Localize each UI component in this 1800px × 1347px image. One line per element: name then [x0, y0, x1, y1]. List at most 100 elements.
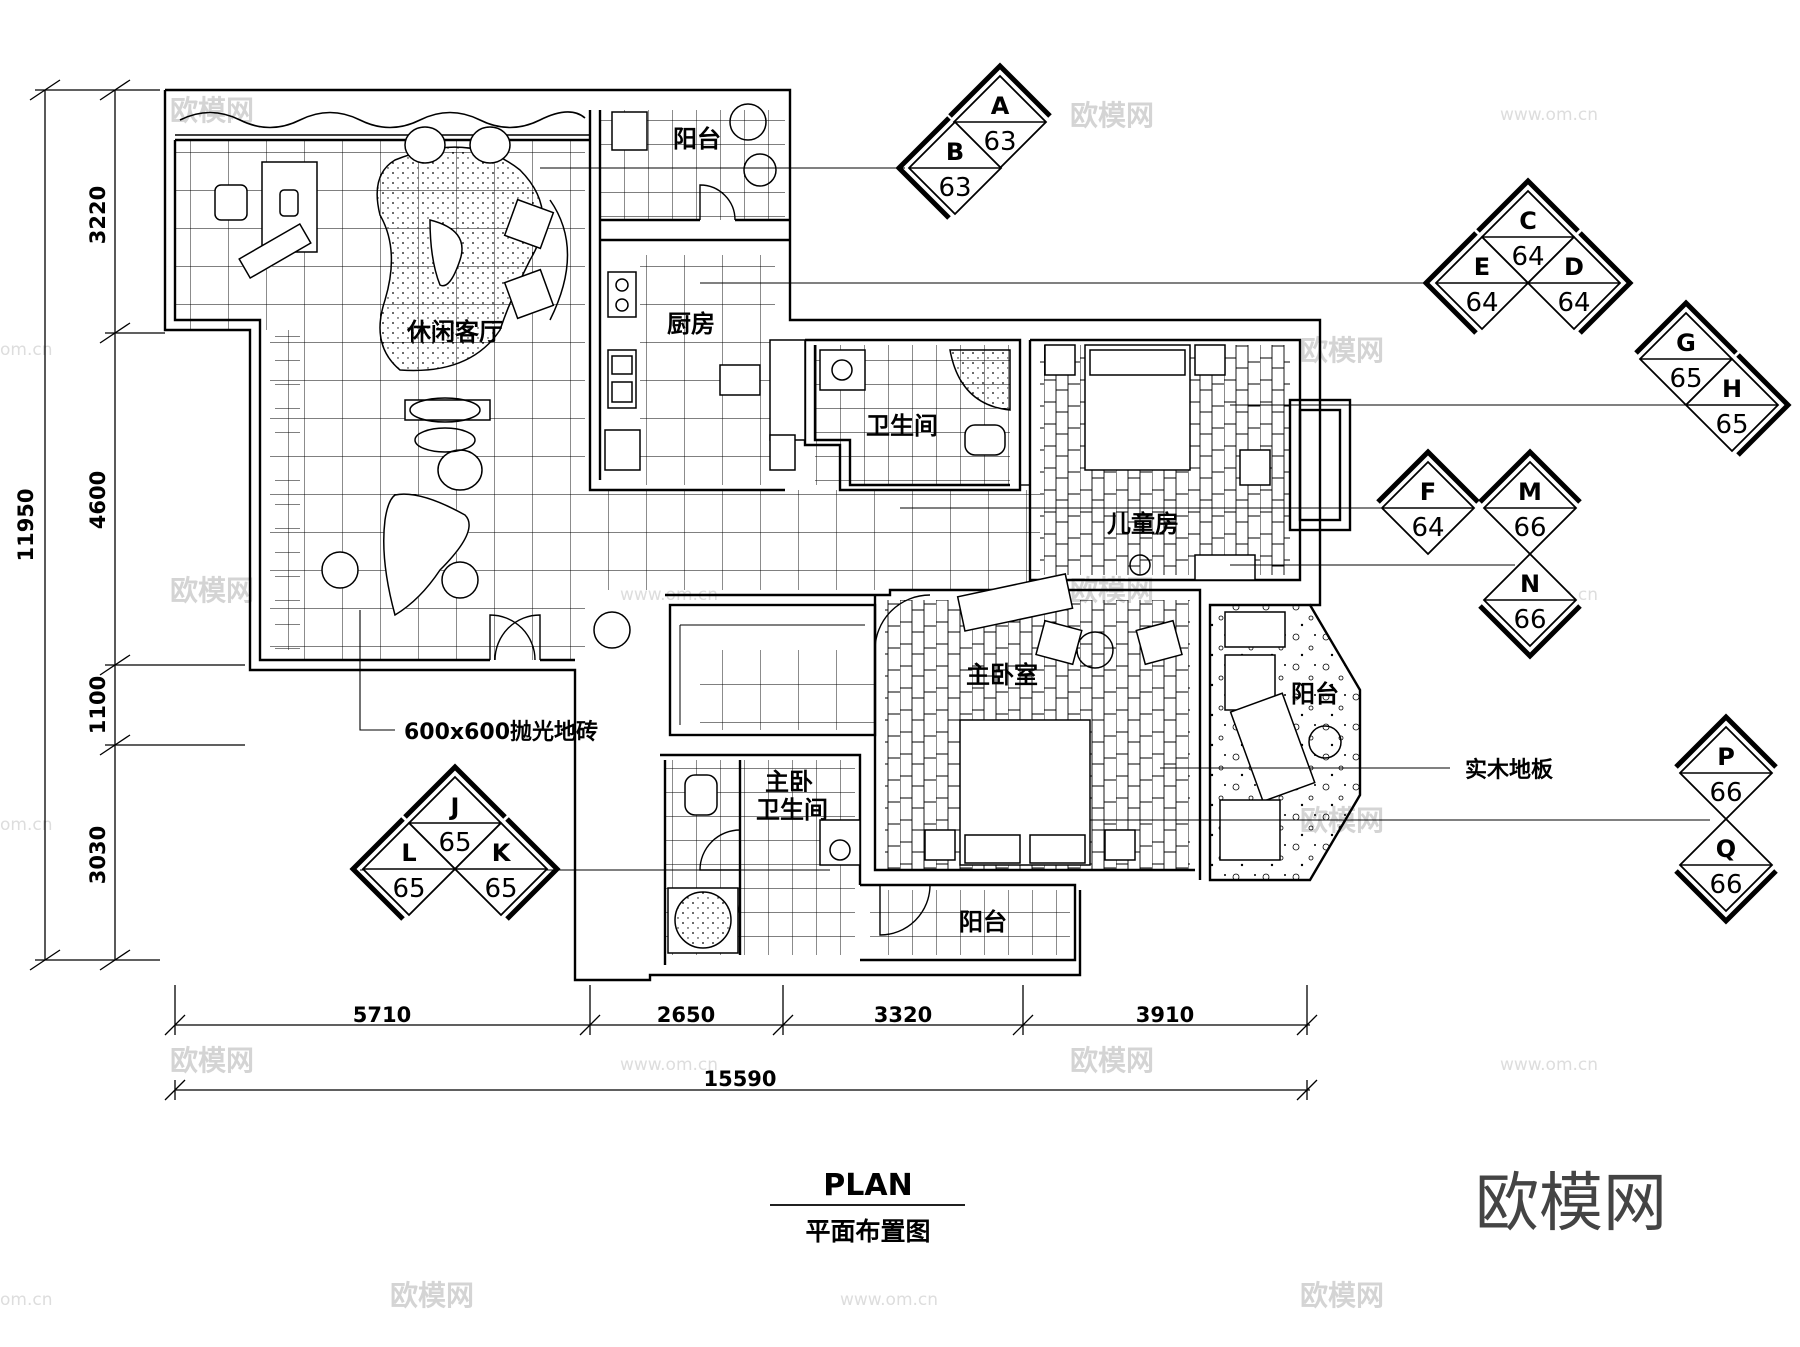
tag-letter: E: [1474, 253, 1490, 281]
room-label-kitchen: 厨房: [667, 310, 715, 338]
curtain-top: [175, 111, 590, 136]
watermark-text: 欧模网: [1070, 1044, 1154, 1077]
basin-icon: [819, 819, 861, 866]
room-label-balcony-top: 阳台: [673, 125, 721, 153]
office-chair-icon: [214, 184, 248, 221]
toilet-icon: [684, 774, 718, 816]
elevation-tag-f: F64: [1376, 448, 1480, 556]
plant-icon: [593, 103, 1342, 759]
tag-letter: F: [1420, 478, 1436, 506]
watermark-url: www.om.cn: [840, 1290, 938, 1310]
watermark-text: 欧模网: [390, 1279, 474, 1312]
tag-number: 65: [392, 874, 425, 904]
room-label-master-bath: 主卧: [765, 768, 813, 796]
room-label-leisure-living: 休闲客厅: [406, 318, 503, 346]
tag-arrow: [1376, 448, 1480, 504]
tag-number: 66: [1709, 778, 1742, 808]
tag-number: 63: [938, 173, 971, 203]
elevation-tag-b: B 63: [895, 116, 1003, 220]
watermark-url: www.om.cn: [620, 1055, 718, 1075]
tag-number: 64: [1557, 288, 1590, 318]
tag-arrow: [1736, 353, 1792, 457]
elevation-tag-n: N 66: [1478, 552, 1582, 660]
dim-vertical-seg: 4600: [86, 471, 110, 529]
tag-letter: H: [1722, 375, 1742, 403]
tag-arrow: [1478, 604, 1582, 660]
title-chinese: 平面布置图: [805, 1217, 930, 1246]
elevation-tag-p: P 66: [1674, 713, 1778, 821]
callout-wood-floor: 实木地板: [1465, 757, 1554, 783]
tag-number: 66: [1513, 513, 1546, 543]
tag-letter: A: [991, 92, 1010, 120]
tag-letter: B: [946, 138, 964, 166]
furniture: [214, 103, 1342, 954]
washer-icon: [611, 111, 648, 151]
dim-horizontal-seg: 3910: [1136, 1003, 1194, 1027]
toilet-icon: [964, 424, 1006, 456]
tag-letter: G: [1676, 329, 1696, 357]
tag-arrow: [403, 763, 507, 819]
title-english: PLAN: [823, 1168, 912, 1203]
tag-arrow: [349, 817, 405, 921]
material-callouts: 600x600抛光地砖 实木地板: [404, 719, 1554, 783]
tag-number: 65: [1669, 364, 1702, 394]
tag-arrow: [505, 817, 561, 921]
room-label-balcony-right: 阳台: [1291, 680, 1339, 708]
elevation-tag-m: M66: [1478, 448, 1582, 556]
shower-icon: [949, 349, 1011, 411]
callout-tiles: 600x600抛光地砖: [404, 719, 598, 745]
tag-arrow: [1422, 231, 1478, 335]
tag-arrow: [1478, 448, 1582, 504]
tag-arrow: [1578, 231, 1634, 335]
elevation-tag-k: K 65: [453, 817, 561, 921]
watermark-url: om.cn: [0, 815, 53, 835]
room-label-master-bedroom: 主卧室: [966, 661, 1038, 689]
dim-vertical-seg: 3220: [86, 186, 110, 244]
room-label-balcony-bottom: 阳台: [959, 908, 1007, 936]
drawing-title: PLAN 平面布置图: [770, 1168, 965, 1246]
tag-number: 65: [484, 874, 517, 904]
tag-arrow: [948, 62, 1052, 118]
tag-number: 64: [1511, 242, 1544, 272]
basin-icon: [819, 349, 866, 391]
watermark-url: www.om.cn: [1500, 1055, 1598, 1075]
dim-total-vertical: 11950: [14, 488, 38, 561]
room-label-master-bath: 卫生间: [756, 796, 828, 824]
watermark-text: 欧模网: [1300, 334, 1384, 367]
watermark-text: 欧模网: [170, 94, 254, 127]
tag-letter: N: [1520, 570, 1540, 598]
dimension-labels: 11950 3220 4600 1100 3030 5710 2650 3320…: [14, 186, 1194, 1091]
tag-arrow: [1476, 177, 1580, 233]
tag-arrow: [1674, 869, 1778, 925]
tag-number: 64: [1465, 288, 1498, 318]
walls: [163, 88, 1362, 982]
table-icon: [383, 493, 470, 617]
dimension-lines: [29, 79, 1318, 1101]
watermark-text: 欧模网: [170, 574, 254, 607]
tag-letter: K: [492, 839, 512, 867]
elevation-tag-h: H 65: [1684, 353, 1792, 457]
fridge-icon: [604, 429, 641, 471]
elevation-tag-q: Q66: [1674, 817, 1778, 925]
tag-arrow: [1634, 299, 1738, 355]
elevation-tag-e: E 64: [1422, 231, 1530, 335]
dim-vertical-seg: 1100: [86, 676, 110, 734]
tag-arrow: [895, 116, 951, 220]
elevation-tag-l: L65: [349, 817, 457, 921]
tag-letter: Q: [1716, 835, 1736, 863]
watermark-text: 欧模网: [1070, 99, 1154, 132]
room-label-children-room: 儿童房: [1107, 510, 1179, 538]
tag-letter: P: [1717, 743, 1735, 771]
watermark-url: om.cn: [0, 340, 53, 360]
dim-horizontal-seg: 2650: [657, 1003, 715, 1027]
tag-number: 65: [1715, 410, 1748, 440]
tag-number: 66: [1513, 605, 1546, 635]
tag-arrow: [1674, 713, 1778, 769]
dim-horizontal-seg: 5710: [353, 1003, 411, 1027]
room-label-bathroom: 卫生间: [866, 412, 938, 440]
dim-total-horizontal: 15590: [703, 1067, 776, 1091]
floor-finishes: [175, 110, 1360, 955]
lounge-chair-icon: [1229, 692, 1316, 803]
